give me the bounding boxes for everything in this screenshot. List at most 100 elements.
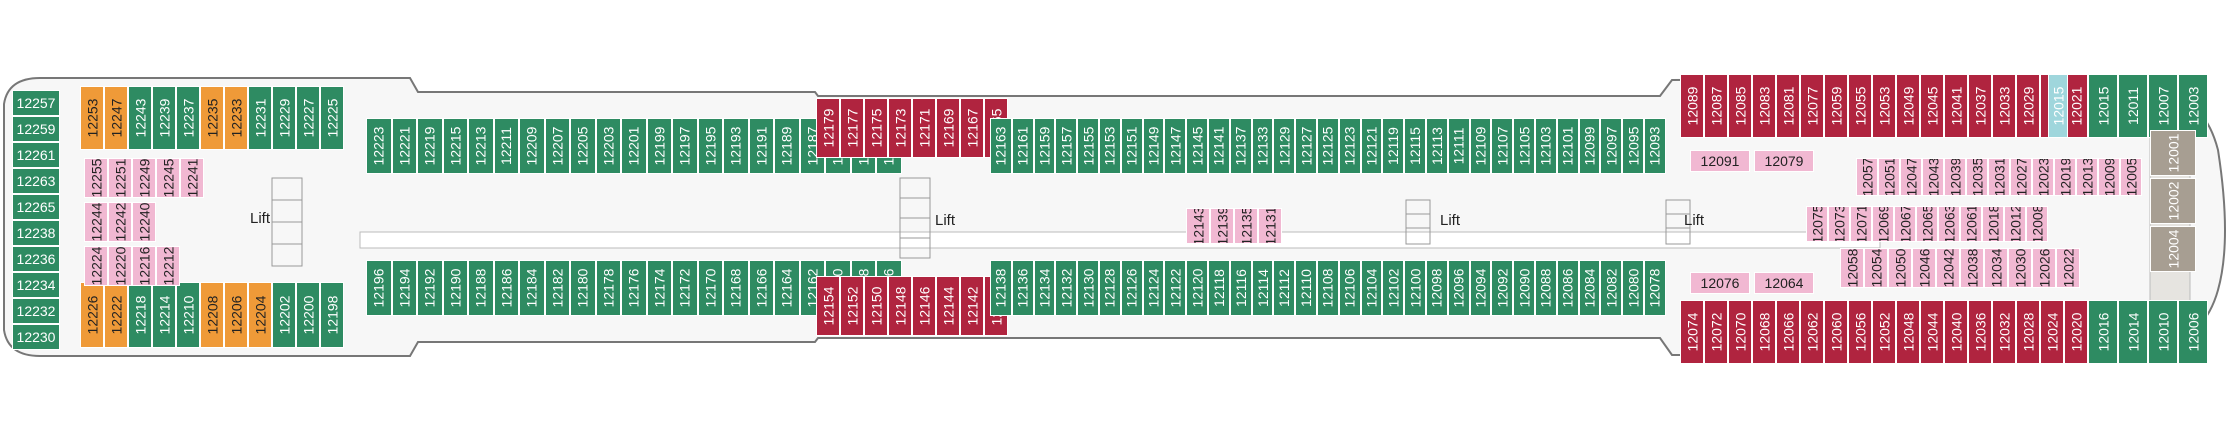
cabin-12167[interactable]: 12167: [960, 98, 984, 158]
cabin-12104[interactable]: 12104: [1360, 260, 1383, 316]
cabin-12062[interactable]: 12062: [1800, 300, 1824, 364]
cabin-12145[interactable]: 12145: [1186, 118, 1208, 174]
cabin-12235[interactable]: 12235: [200, 86, 224, 150]
cabin-12163[interactable]: 12163: [990, 118, 1012, 174]
cabin-12149[interactable]: 12149: [1142, 118, 1165, 174]
cabin-12263[interactable]: 12263: [12, 168, 60, 194]
cabin-12102[interactable]: 12102: [1382, 260, 1405, 316]
cabin-12157[interactable]: 12157: [1055, 118, 1078, 174]
cabin-12203[interactable]: 12203: [595, 118, 621, 174]
cabin-12027[interactable]: 12027: [2010, 158, 2032, 196]
cabin-12092[interactable]: 12092: [1491, 260, 1514, 316]
cabin-12038[interactable]: 12038: [1960, 248, 1984, 288]
cabin-12178[interactable]: 12178: [595, 260, 621, 316]
cabin-12148[interactable]: 12148: [888, 276, 912, 336]
cabin-12022[interactable]: 12022: [2056, 248, 2080, 288]
cabin-12154[interactable]: 12154: [816, 276, 840, 336]
cabin-12015[interactable]: 12015: [2088, 74, 2118, 138]
cabin-12094[interactable]: 12094: [1469, 260, 1492, 316]
cabin-12023[interactable]: 12023: [2032, 158, 2054, 196]
cabin-12113[interactable]: 12113: [1426, 118, 1448, 174]
cabin-12202[interactable]: 12202: [272, 282, 296, 348]
cabin-12147[interactable]: 12147: [1164, 118, 1187, 174]
cabin-12085[interactable]: 12085: [1728, 74, 1752, 138]
cabin-12191[interactable]: 12191: [748, 118, 774, 174]
cabin-12069[interactable]: 12069: [1872, 206, 1894, 242]
cabin-12196[interactable]: 12196: [366, 260, 392, 316]
cabin-12123[interactable]: 12123: [1338, 118, 1361, 174]
cabin-12118[interactable]: 12118: [1208, 260, 1230, 316]
cabin-12201[interactable]: 12201: [621, 118, 647, 174]
cabin-12164[interactable]: 12164: [774, 260, 800, 316]
cabin-12044[interactable]: 12044: [1920, 300, 1944, 364]
cabin-12084[interactable]: 12084: [1578, 260, 1601, 316]
cabin-12179[interactable]: 12179: [816, 98, 840, 158]
cabin-12068[interactable]: 12068: [1752, 300, 1776, 364]
cabin-12182[interactable]: 12182: [544, 260, 570, 316]
cabin-12193[interactable]: 12193: [723, 118, 749, 174]
cabin-12120[interactable]: 12120: [1186, 260, 1208, 316]
cabin-12175[interactable]: 12175: [864, 98, 888, 158]
cabin-12046[interactable]: 12046: [1912, 248, 1936, 288]
cabin-12070[interactable]: 12070: [1728, 300, 1752, 364]
cabin-12138[interactable]: 12138: [990, 260, 1012, 316]
cabin-12112[interactable]: 12112: [1273, 260, 1296, 316]
cabin-12050[interactable]: 12050: [1888, 248, 1912, 288]
cabin-12067[interactable]: 12067: [1894, 206, 1916, 242]
cabin-12213[interactable]: 12213: [468, 118, 494, 174]
cabin-12132[interactable]: 12132: [1055, 260, 1078, 316]
cabin-12021[interactable]: 12021: [2064, 74, 2088, 138]
cabin-12055[interactable]: 12055: [1848, 74, 1872, 138]
cabin-12146[interactable]: 12146: [912, 276, 936, 336]
cabin-12231[interactable]: 12231: [248, 86, 272, 150]
cabin-12012[interactable]: 12012: [2004, 206, 2026, 242]
cabin-12190[interactable]: 12190: [442, 260, 468, 316]
cabin-12192[interactable]: 12192: [417, 260, 443, 316]
cabin-12047[interactable]: 12047: [1900, 158, 1922, 196]
cabin-12265[interactable]: 12265: [12, 194, 60, 220]
cabin-12096[interactable]: 12096: [1447, 260, 1470, 316]
cabin-12037[interactable]: 12037: [1968, 74, 1992, 138]
cabin-12255[interactable]: 12255: [84, 158, 108, 198]
cabin-12222[interactable]: 12222: [104, 282, 128, 348]
cabin-12059[interactable]: 12059: [1824, 74, 1848, 138]
cabin-12197[interactable]: 12197: [672, 118, 698, 174]
cabin-12199[interactable]: 12199: [646, 118, 672, 174]
cabin-12221[interactable]: 12221: [391, 118, 417, 174]
cabin-12242[interactable]: 12242: [108, 202, 132, 242]
cabin-12049[interactable]: 12049: [1896, 74, 1920, 138]
cabin-12043[interactable]: 12043: [1922, 158, 1944, 196]
cabin-12245[interactable]: 12245: [156, 158, 180, 198]
cabin-12205[interactable]: 12205: [570, 118, 596, 174]
cabin-12087[interactable]: 12087: [1704, 74, 1728, 138]
cabin-12088[interactable]: 12088: [1535, 260, 1557, 316]
cabin-12011[interactable]: 12011: [2118, 74, 2148, 138]
cabin-12035[interactable]: 12035: [1966, 158, 1988, 196]
cabin-12095[interactable]: 12095: [1622, 118, 1644, 174]
cabin-12124[interactable]: 12124: [1142, 260, 1165, 316]
cabin-12100[interactable]: 12100: [1404, 260, 1426, 316]
cabin-12007[interactable]: 12007: [2148, 74, 2178, 138]
cabin-12083[interactable]: 12083: [1752, 74, 1776, 138]
cabin-12079[interactable]: 12079: [1754, 150, 1814, 172]
cabin-12051[interactable]: 12051: [1878, 158, 1900, 196]
cabin-12219[interactable]: 12219: [417, 118, 443, 174]
cabin-12024[interactable]: 12024: [2040, 300, 2064, 364]
cabin-12189[interactable]: 12189: [774, 118, 800, 174]
cabin-12143[interactable]: 12143: [1186, 208, 1210, 244]
cabin-12053[interactable]: 12053: [1872, 74, 1896, 138]
cabin-12126[interactable]: 12126: [1120, 260, 1143, 316]
cabin-12249[interactable]: 12249: [132, 158, 156, 198]
cabin-12052[interactable]: 12052: [1872, 300, 1896, 364]
cabin-12015[interactable]: 12015: [2048, 74, 2068, 138]
cabin-12081[interactable]: 12081: [1776, 74, 1800, 138]
cabin-12010[interactable]: 12010: [2148, 300, 2178, 364]
cabin-12108[interactable]: 12108: [1317, 260, 1339, 316]
cabin-12169[interactable]: 12169: [936, 98, 960, 158]
cabin-12216[interactable]: 12216: [132, 246, 156, 286]
cabin-12211[interactable]: 12211: [493, 118, 519, 174]
cabin-12155[interactable]: 12155: [1077, 118, 1099, 174]
cabin-12161[interactable]: 12161: [1011, 118, 1034, 174]
cabin-12033[interactable]: 12033: [1992, 74, 2016, 138]
cabin-12241[interactable]: 12241: [180, 158, 204, 198]
